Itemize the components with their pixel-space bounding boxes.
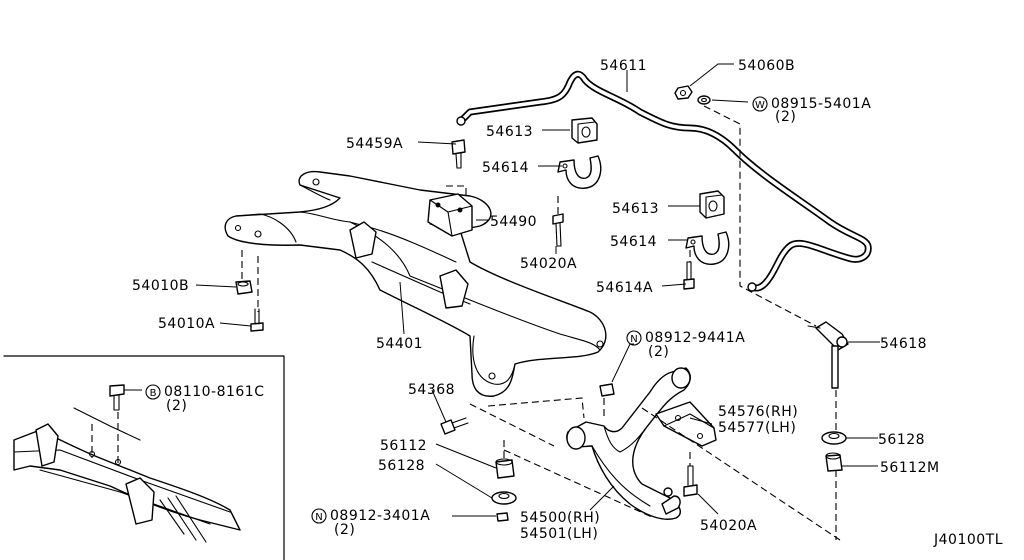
bolt-54368[interactable] bbox=[440, 417, 469, 435]
bolt-54010a[interactable] bbox=[250, 308, 264, 332]
washer-56128-left[interactable] bbox=[491, 491, 517, 505]
bolt-54020a-top[interactable] bbox=[552, 213, 564, 247]
label-54010a: 54010A bbox=[158, 316, 215, 332]
label-56128-right: 56128 bbox=[878, 432, 925, 448]
label-54060b: 54060B bbox=[738, 58, 795, 74]
svg-text:N: N bbox=[315, 512, 322, 523]
label-54459a: 54459A bbox=[346, 136, 403, 152]
label-54401: 54401 bbox=[376, 336, 423, 352]
label-54613-top: 54613 bbox=[486, 124, 533, 140]
label-54501: 54501(LH) bbox=[520, 526, 598, 542]
washer-symbol-icon: W bbox=[752, 96, 768, 112]
label-54618: 54618 bbox=[880, 336, 927, 352]
label-54577: 54577(LH) bbox=[718, 420, 796, 436]
washer-08915[interactable] bbox=[697, 95, 711, 105]
collar-56112[interactable] bbox=[495, 458, 515, 479]
part-labels: 54611 54060B 08915-5401A (2) 54613 54459… bbox=[132, 58, 1003, 548]
label-54500: 54500(RH) bbox=[520, 510, 600, 526]
clamp-54614-mid[interactable] bbox=[685, 231, 730, 265]
svg-text:B: B bbox=[150, 388, 157, 399]
label-08912-3401: 08912-3401A bbox=[330, 508, 430, 524]
label-08110-qty: (2) bbox=[166, 398, 187, 414]
label-08915-qty: (2) bbox=[775, 109, 796, 125]
nut-54010b[interactable] bbox=[235, 280, 253, 295]
label-08110: 08110-8161C bbox=[164, 384, 265, 400]
lower-arm-54500[interactable] bbox=[566, 367, 691, 520]
label-54614-mid: 54614 bbox=[610, 234, 657, 250]
stabilizer-bar[interactable] bbox=[456, 70, 872, 292]
bushing-54613-mid[interactable] bbox=[699, 190, 725, 219]
label-54614-top: 54614 bbox=[482, 160, 529, 176]
link-54618[interactable] bbox=[807, 321, 849, 389]
svg-text:N: N bbox=[630, 334, 637, 345]
label-08912-3401-qty: (2) bbox=[334, 522, 355, 538]
footer-code: J40100TL bbox=[933, 532, 1003, 548]
bolt-symbol-icon: B bbox=[145, 384, 161, 400]
svg-text:W: W bbox=[755, 100, 765, 111]
washer-56128-right[interactable] bbox=[821, 431, 847, 445]
nut-08912-3401a[interactable] bbox=[496, 512, 509, 522]
label-08912-9441: 08912-9441A bbox=[645, 330, 745, 346]
label-56128-left: 56128 bbox=[378, 458, 425, 474]
reference-lines bbox=[241, 105, 841, 541]
label-54576: 54576(RH) bbox=[718, 404, 798, 420]
label-54368: 54368 bbox=[408, 382, 455, 398]
label-54010b: 54010B bbox=[132, 278, 189, 294]
bracket-54576[interactable] bbox=[655, 401, 717, 447]
bushing-54613-top[interactable] bbox=[571, 117, 598, 144]
label-54613-mid: 54613 bbox=[612, 201, 659, 217]
nut-08912-9441a[interactable] bbox=[599, 383, 615, 397]
crossmember-54401[interactable] bbox=[224, 170, 607, 397]
bolt-54020a-bottom[interactable] bbox=[683, 465, 698, 497]
label-54614a: 54614A bbox=[596, 280, 653, 296]
collar-56112m[interactable] bbox=[825, 452, 843, 472]
label-54020a-top: 54020A bbox=[520, 256, 577, 272]
label-54611: 54611 bbox=[600, 58, 647, 74]
label-54020a-bottom: 54020A bbox=[700, 518, 757, 534]
label-56112: 56112 bbox=[380, 438, 427, 454]
nut-symbol-icon-9441: N bbox=[626, 330, 642, 346]
label-56112m: 56112M bbox=[880, 460, 940, 476]
bolt-54614a[interactable] bbox=[683, 261, 695, 290]
label-54490: 54490 bbox=[490, 214, 537, 230]
leader-lines bbox=[195, 63, 880, 517]
mount-54490[interactable] bbox=[427, 193, 473, 237]
label-08912-9441-qty: (2) bbox=[648, 344, 669, 360]
nut-54060b[interactable] bbox=[674, 85, 693, 100]
label-08915: 08915-5401A bbox=[771, 96, 871, 112]
nut-symbol-icon-3401: N bbox=[311, 508, 327, 524]
inset-detail bbox=[3, 355, 285, 560]
clamp-54614-top[interactable] bbox=[557, 155, 602, 189]
